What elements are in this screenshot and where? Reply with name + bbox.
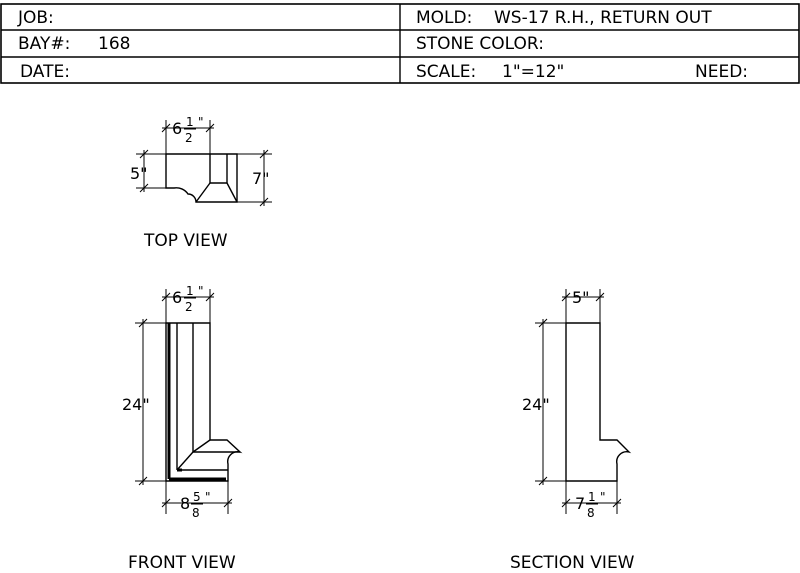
dim-tick: [139, 183, 149, 193]
front-bottom-width-whole: 8: [180, 494, 190, 513]
dim-tick: [161, 498, 171, 508]
inch-mark: ": [198, 284, 204, 298]
stone-color-label: STONE COLOR:: [416, 34, 544, 54]
top-width-denominator: 2: [185, 131, 193, 145]
top-view-face-line: [226, 182, 238, 203]
bay-label: BAY#:: [18, 34, 70, 54]
section-view: 5" 24" 7 1 8 " SECTION VIEW: [510, 288, 635, 573]
top-right-height: 7": [252, 169, 270, 188]
front-view-outline: [165, 322, 243, 482]
dim-tick: [561, 498, 571, 508]
dim-tick: [595, 292, 605, 302]
front-top-width-numerator: 1: [186, 284, 194, 298]
top-view: 6 1 2 " 5" 7" TOP VIEW: [130, 115, 272, 251]
dim-tick: [538, 318, 548, 328]
job-label: JOB:: [17, 8, 54, 28]
need-label: NEED:: [695, 62, 748, 82]
top-width-numerator: 1: [186, 115, 194, 129]
dim-tick: [561, 292, 571, 302]
date-label: DATE:: [20, 62, 70, 82]
front-top-width-whole: 6: [172, 288, 182, 307]
section-top-width: 5": [572, 288, 590, 307]
inch-mark: ": [205, 490, 211, 504]
front-view-label: FRONT VIEW: [128, 553, 236, 573]
dim-tick: [161, 123, 171, 133]
top-width-whole: 6: [172, 119, 182, 138]
front-bottom-width-denominator: 8: [192, 506, 200, 520]
dim-tick: [138, 476, 148, 486]
dim-tick: [205, 292, 215, 302]
front-height: 24": [122, 395, 150, 414]
bay-value: 168: [98, 34, 130, 54]
dim-tick: [161, 292, 171, 302]
section-bottom-width-numerator: 1: [588, 490, 596, 504]
dim-tick: [138, 318, 148, 328]
top-view-label: TOP VIEW: [143, 231, 228, 251]
dim-tick: [612, 498, 622, 508]
top-left-height: 5": [130, 164, 148, 183]
section-height: 24": [522, 395, 550, 414]
mold-value: WS-17 R.H., RETURN OUT: [494, 8, 712, 28]
section-bottom-width-whole: 7: [575, 494, 585, 513]
section-view-label: SECTION VIEW: [510, 553, 635, 573]
section-view-outline: [565, 322, 632, 482]
front-view: 6 1 2 " 24" 8 5 8 " FRONT VIEW: [122, 284, 243, 573]
title-block: JOB: BAY#: 168 DATE: MOLD: WS-17 R.H., R…: [0, 3, 800, 84]
dim-tick: [205, 123, 215, 133]
dim-tick: [259, 149, 269, 159]
front-view-face-line: [176, 451, 194, 471]
front-top-width-denominator: 2: [185, 300, 193, 314]
scale-value: 1"=12": [502, 62, 564, 82]
front-bottom-width-numerator: 5: [193, 490, 201, 504]
mold-label: MOLD:: [416, 8, 472, 28]
dim-tick: [538, 476, 548, 486]
front-view-face-line: [192, 439, 211, 453]
dim-tick: [139, 149, 149, 159]
dim-tick: [223, 498, 233, 508]
scale-label: SCALE:: [416, 62, 476, 82]
inch-mark: ": [600, 490, 606, 504]
inch-mark: ": [198, 115, 204, 129]
section-bottom-width-denominator: 8: [587, 506, 595, 520]
top-view-face-line: [195, 182, 211, 203]
dim-tick: [259, 197, 269, 207]
